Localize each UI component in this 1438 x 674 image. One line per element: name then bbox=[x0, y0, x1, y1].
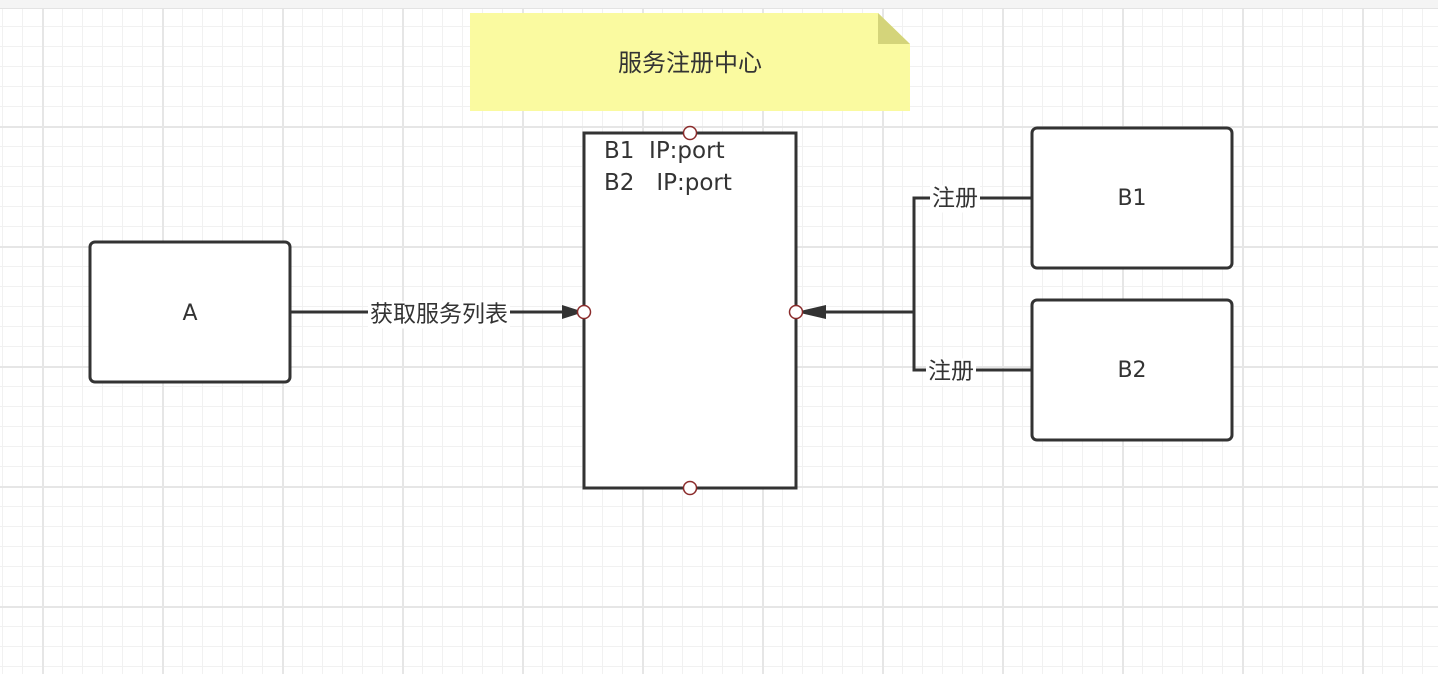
canvas-top-edge bbox=[0, 0, 1438, 9]
registry-entry-b2: B2 IP:port bbox=[604, 170, 732, 196]
node-a-label: A bbox=[182, 301, 198, 326]
port-right[interactable] bbox=[788, 304, 804, 320]
edge-register-b1-line[interactable] bbox=[810, 196, 1032, 314]
edge-register-b2-label: 注册 bbox=[926, 358, 976, 386]
registry-box[interactable] bbox=[582, 131, 798, 490]
edge-fetch-label: 获取服务列表 bbox=[368, 301, 510, 329]
port-top[interactable] bbox=[682, 125, 698, 141]
registry-entry-b1: B1 IP:port bbox=[604, 138, 725, 164]
edge-fetch-arrowhead bbox=[562, 305, 584, 319]
node-b2-label: B2 bbox=[1117, 358, 1147, 383]
edge-register-b1-label: 注册 bbox=[930, 185, 980, 213]
edge-register-arrowhead bbox=[796, 305, 826, 319]
note-shape[interactable] bbox=[470, 13, 910, 111]
note-title: 服务注册中心 bbox=[618, 49, 762, 77]
port-bottom[interactable] bbox=[682, 480, 698, 496]
port-left[interactable] bbox=[576, 304, 592, 320]
edge-register-b2-line[interactable] bbox=[912, 312, 1032, 372]
node-b1-label: B1 bbox=[1117, 186, 1147, 211]
note-fold bbox=[878, 13, 910, 44]
